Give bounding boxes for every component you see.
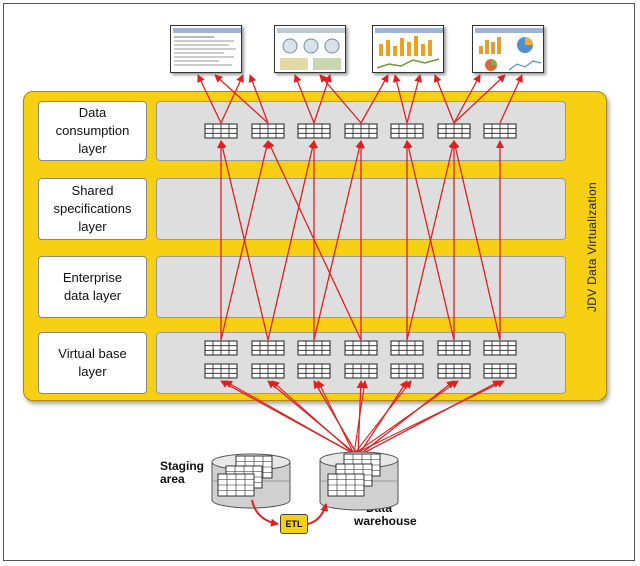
arrow-consumption-to-report bbox=[220, 74, 244, 124]
arrow-warehouse-to-virtual bbox=[353, 380, 505, 455]
arrow-warehouse-to-virtual bbox=[353, 380, 368, 455]
arrow-warehouse-to-virtual bbox=[357, 380, 455, 457]
arrow-warehouse-to-virtual bbox=[267, 380, 359, 457]
arrow-warehouse-to-virtual bbox=[357, 380, 408, 457]
arrow-consumption-to-report bbox=[319, 74, 362, 124]
consumption-table-icon bbox=[344, 123, 378, 139]
virtual-table-icon bbox=[390, 363, 424, 379]
arrow-warehouse-to-virtual bbox=[224, 380, 355, 455]
virtual-table-icon bbox=[297, 363, 331, 379]
virtual-table-icon bbox=[251, 340, 285, 356]
consumption-table-icon bbox=[251, 123, 285, 139]
warehouse-table-icon bbox=[327, 473, 365, 497]
arrow-consumption-to-report bbox=[392, 74, 408, 124]
arrow-virtual-to-consumption bbox=[267, 140, 317, 341]
arrow-consumption-to-report bbox=[453, 74, 481, 124]
arrow-staging-to-etl bbox=[251, 499, 279, 527]
arrow-warehouse-to-virtual bbox=[317, 380, 355, 455]
arrow-warehouse-to-virtual bbox=[271, 380, 355, 455]
report-screenshot-charts bbox=[472, 25, 544, 73]
arrow-warehouse-to-virtual bbox=[353, 380, 412, 455]
report-screenshot-bar-chart bbox=[372, 25, 444, 73]
virtual-table-icon bbox=[483, 363, 517, 379]
arrow-consumption-to-report bbox=[313, 74, 332, 124]
consumption-table-icon bbox=[390, 123, 424, 139]
arrow-virtual-to-consumption bbox=[451, 140, 501, 341]
virtual-table-icon bbox=[483, 340, 517, 356]
diagram-frame bbox=[3, 3, 635, 561]
arrow-virtual-to-consumption bbox=[313, 140, 364, 341]
consumption-table-icon bbox=[204, 123, 238, 139]
arrow-consumption-to-report bbox=[248, 74, 269, 124]
virtual-table-icon bbox=[204, 363, 238, 379]
arrow-virtual-to-consumption bbox=[218, 140, 269, 341]
virtual-table-icon bbox=[204, 340, 238, 356]
virtual-table-icon bbox=[344, 363, 378, 379]
virtual-table-icon bbox=[297, 340, 331, 356]
arrow-consumption-to-report bbox=[453, 74, 506, 124]
arrow-consumption-to-report bbox=[499, 74, 523, 124]
staging-table-icon bbox=[217, 473, 255, 497]
arrow-virtual-to-consumption bbox=[404, 140, 455, 341]
consumption-table-icon bbox=[483, 123, 517, 139]
arrow-warehouse-to-virtual bbox=[357, 380, 501, 457]
virtual-table-icon bbox=[390, 340, 424, 356]
arrow-consumption-to-report bbox=[214, 74, 269, 124]
arrow-warehouse-to-virtual bbox=[353, 380, 459, 455]
arrow-etl-to-warehouse bbox=[307, 503, 329, 525]
arrow-consumption-to-report bbox=[293, 74, 315, 124]
arrow-consumption-to-report bbox=[433, 74, 455, 124]
consumption-table-icon bbox=[437, 123, 471, 139]
virtual-table-icon bbox=[251, 363, 285, 379]
report-screenshot-dashboard bbox=[274, 25, 346, 73]
arrow-consumption-to-report bbox=[360, 74, 389, 124]
arrow-consumption-to-report bbox=[197, 74, 222, 124]
virtual-table-icon bbox=[437, 340, 471, 356]
report-screenshot-table bbox=[170, 25, 242, 73]
virtual-table-icon bbox=[344, 340, 378, 356]
virtual-table-icon bbox=[437, 363, 471, 379]
etl-box: ETL bbox=[280, 514, 308, 534]
arrow-consumption-to-report bbox=[406, 74, 423, 124]
consumption-table-icon bbox=[297, 123, 331, 139]
